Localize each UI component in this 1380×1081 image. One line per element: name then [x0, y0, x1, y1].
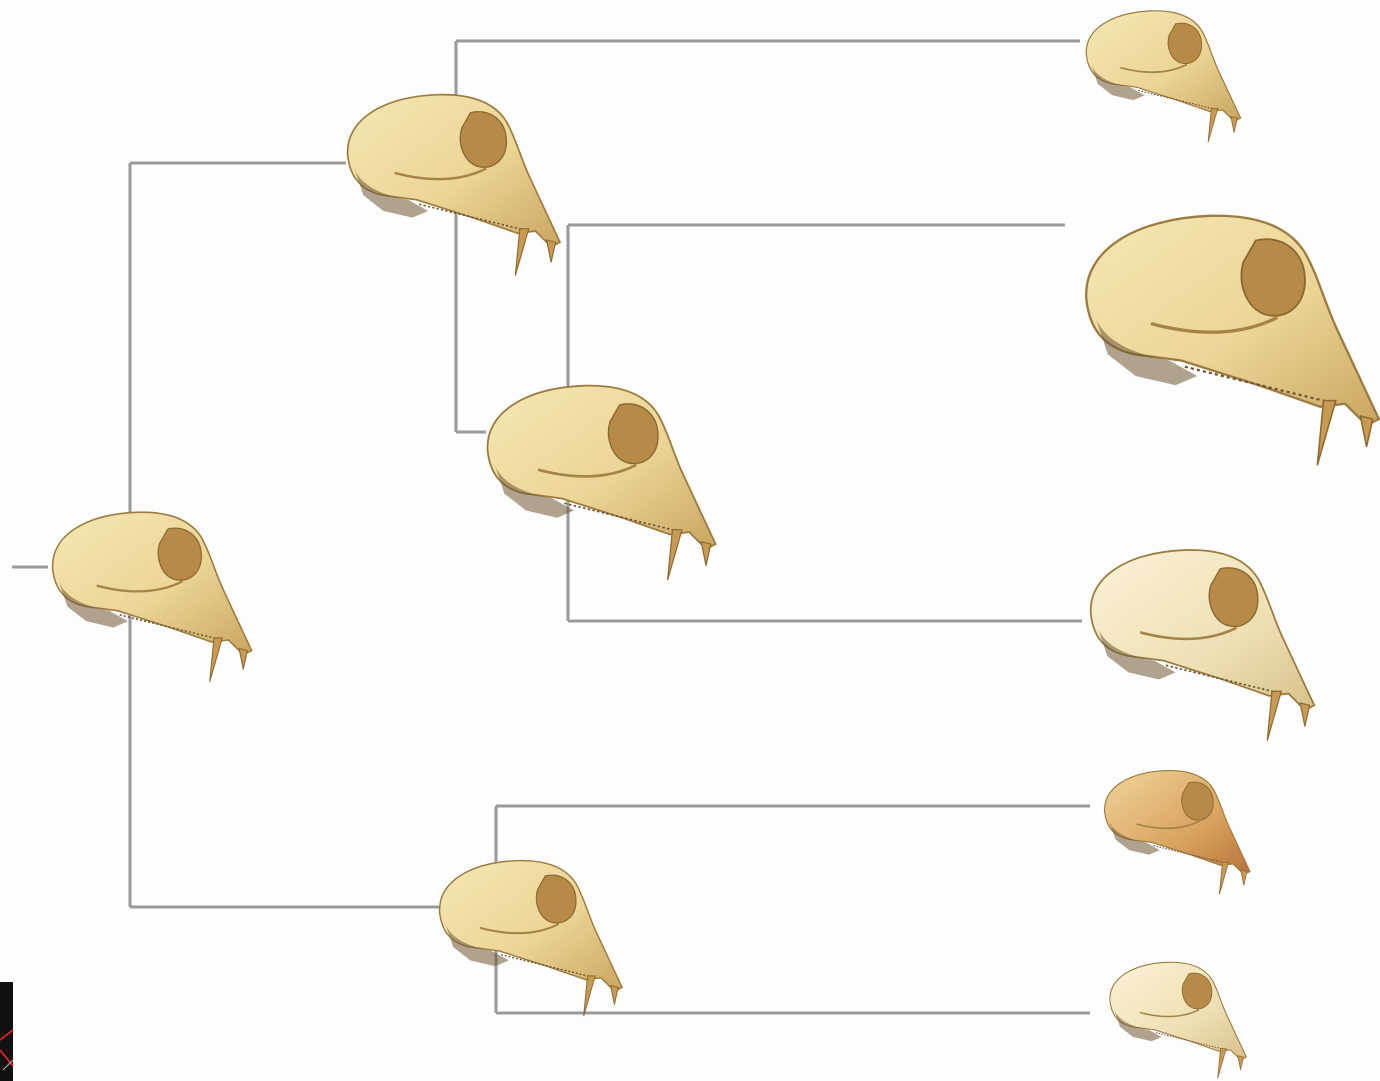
- middle-clade-skull-icon: [487, 386, 715, 580]
- lower-clade-skull-icon: [440, 861, 622, 1017]
- corner-logo-icon: [0, 982, 13, 1081]
- leaf-3-skull-icon: [1091, 550, 1315, 741]
- upper-clade-skull-icon: [348, 95, 560, 276]
- leaf-1-skull-icon: [1086, 11, 1240, 143]
- leaf-4-skull-icon: [1105, 771, 1250, 895]
- leaf-5-skull-icon: [1110, 962, 1246, 1078]
- root-skull-icon: [53, 512, 252, 682]
- leaf-2-skull-icon: [1086, 216, 1379, 466]
